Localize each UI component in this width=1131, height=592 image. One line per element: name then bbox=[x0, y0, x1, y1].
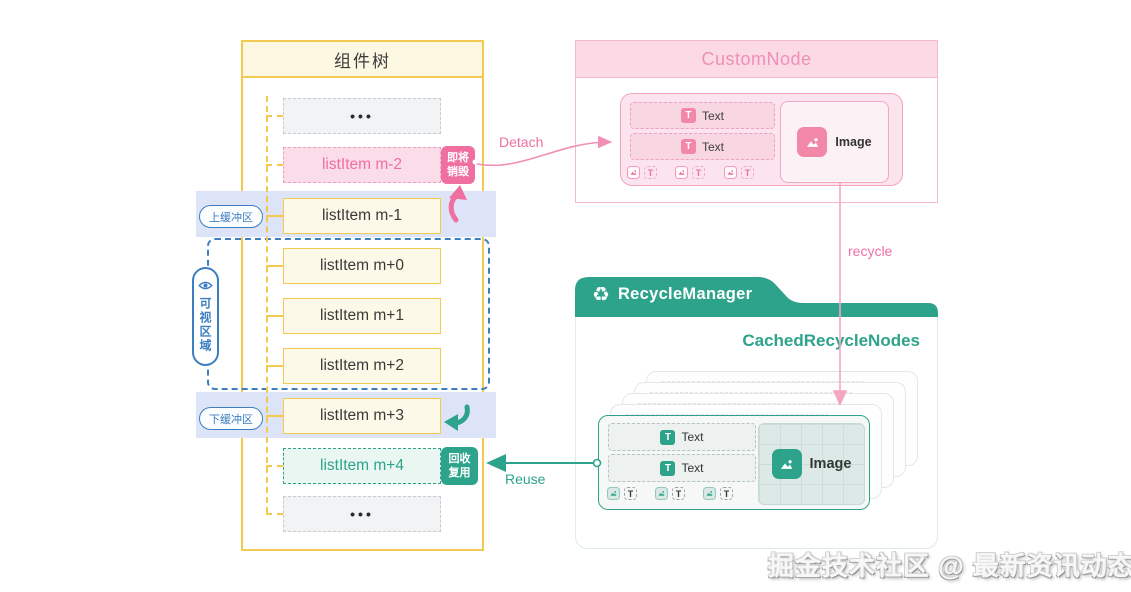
image-icon bbox=[797, 127, 828, 157]
tree-item-label: listItem m+3 bbox=[320, 407, 404, 424]
image-node-label: Image bbox=[809, 456, 852, 472]
recycle-label: recycle bbox=[848, 243, 893, 259]
tree-item-ellipsis-bottom: ••• bbox=[283, 496, 441, 532]
tree-branch-line bbox=[266, 513, 283, 515]
tree-branch-line bbox=[266, 164, 283, 166]
tree-branch-line bbox=[266, 365, 283, 367]
text-mini-icon: T bbox=[741, 166, 754, 179]
image-icon bbox=[771, 449, 802, 479]
mini-node-pair: T bbox=[724, 166, 754, 179]
tree-item-label: listItem m-1 bbox=[321, 207, 403, 224]
image-mini-icon bbox=[703, 487, 716, 500]
tree-branch-line bbox=[266, 315, 283, 317]
mini-node-pair: T bbox=[655, 487, 685, 500]
tree-item-label: listItem m+4 bbox=[320, 457, 404, 474]
tree-item-m-2: listItem m-2 bbox=[283, 147, 441, 183]
tree-item-m+4: listItem m+4 bbox=[283, 448, 441, 484]
tree-item-ellipsis-top: ••• bbox=[283, 98, 441, 134]
tree-branch-line bbox=[266, 415, 283, 417]
cached-recycle-card: T Text T Text T T T Image bbox=[598, 415, 870, 510]
tree-item-m-1: listItem m-1 bbox=[283, 198, 441, 234]
tree-item-m+0: listItem m+0 bbox=[283, 248, 441, 284]
image-node-box: Image bbox=[758, 423, 865, 505]
text-mini-icon: T bbox=[624, 487, 637, 500]
text-icon: T bbox=[680, 108, 696, 123]
recycle-manager-header: ♻ RecycleManager bbox=[592, 284, 752, 304]
text-mini-icon: T bbox=[692, 166, 705, 179]
visible-area-label: 可视区域 bbox=[198, 297, 212, 354]
tree-branch-line bbox=[266, 215, 283, 217]
reuse-label: Reuse bbox=[505, 471, 546, 487]
tree-item-m+2: listItem m+2 bbox=[283, 348, 441, 384]
text-icon: T bbox=[680, 139, 696, 154]
destroy-badge: 即将 销毁 bbox=[441, 146, 475, 184]
image-mini-icon bbox=[627, 166, 640, 179]
tree-item-label: ••• bbox=[350, 506, 374, 522]
text-node-row: T Text bbox=[630, 133, 775, 160]
cached-recycle-nodes-label: CachedRecycleNodes bbox=[742, 331, 920, 350]
reuse-badge: 回收 复用 bbox=[441, 447, 478, 485]
component-tree-title: 组件树 bbox=[241, 40, 484, 78]
text-node-label: Text bbox=[701, 108, 724, 123]
tree-trunk-line bbox=[266, 96, 268, 513]
text-icon: T bbox=[660, 429, 676, 445]
text-node-label: Text bbox=[701, 139, 724, 154]
tree-item-label: ••• bbox=[350, 108, 374, 124]
mini-node-pair: T bbox=[607, 487, 637, 500]
tree-item-label: listItem m+1 bbox=[320, 307, 404, 324]
eye-icon bbox=[198, 281, 213, 290]
tree-branch-line bbox=[266, 115, 283, 117]
image-mini-icon bbox=[675, 166, 688, 179]
upper-buffer-pill: 上缓冲区 bbox=[199, 205, 263, 228]
lower-buffer-pill: 下缓冲区 bbox=[199, 407, 263, 430]
watermark: 掘金技术社区 @ 最新资讯动态 bbox=[768, 551, 1131, 581]
image-mini-icon bbox=[607, 487, 620, 500]
tree-item-m+3: listItem m+3 bbox=[283, 398, 441, 434]
tree-item-m+1: listItem m+1 bbox=[283, 298, 441, 334]
text-node-row: T Text bbox=[630, 102, 775, 129]
destroy-badge-line: 销毁 bbox=[447, 166, 469, 178]
text-mini-icon: T bbox=[672, 487, 685, 500]
custom-node-container: T Text T Text T T T Image bbox=[620, 93, 903, 186]
recycle-icon: ♻ bbox=[592, 282, 610, 306]
reuse-badge-line: 回收 bbox=[448, 452, 471, 465]
mini-node-pair: T bbox=[627, 166, 657, 179]
tree-item-label: listItem m+0 bbox=[320, 257, 404, 274]
text-node-row: T Text bbox=[608, 423, 756, 451]
tree-branch-line bbox=[266, 465, 283, 467]
text-node-label: Text bbox=[681, 430, 704, 444]
visible-area-pill: 可视区域 bbox=[192, 267, 219, 366]
image-node-label: Image bbox=[835, 135, 872, 149]
tree-item-label: listItem m-2 bbox=[321, 156, 403, 173]
recycle-manager-title: RecycleManager bbox=[617, 284, 753, 303]
destroy-badge-line: 即将 bbox=[447, 151, 469, 164]
tree-branch-line bbox=[266, 265, 283, 267]
tree-item-label: listItem m+2 bbox=[320, 357, 404, 374]
reuse-badge-line: 复用 bbox=[448, 467, 471, 479]
text-node-label: Text bbox=[681, 461, 704, 475]
mini-node-pair: T bbox=[675, 166, 705, 179]
image-mini-icon bbox=[655, 487, 668, 500]
image-mini-icon bbox=[724, 166, 737, 179]
custom-node-title: CustomNode bbox=[575, 40, 938, 78]
mini-node-pair: T bbox=[703, 487, 733, 500]
image-node-box: Image bbox=[780, 101, 889, 183]
text-mini-icon: T bbox=[644, 166, 657, 179]
text-mini-icon: T bbox=[720, 487, 733, 500]
text-node-row: T Text bbox=[608, 454, 756, 482]
recycle-manager-tab bbox=[575, 277, 938, 317]
text-icon: T bbox=[660, 460, 676, 476]
detach-label: Detach bbox=[499, 134, 544, 150]
